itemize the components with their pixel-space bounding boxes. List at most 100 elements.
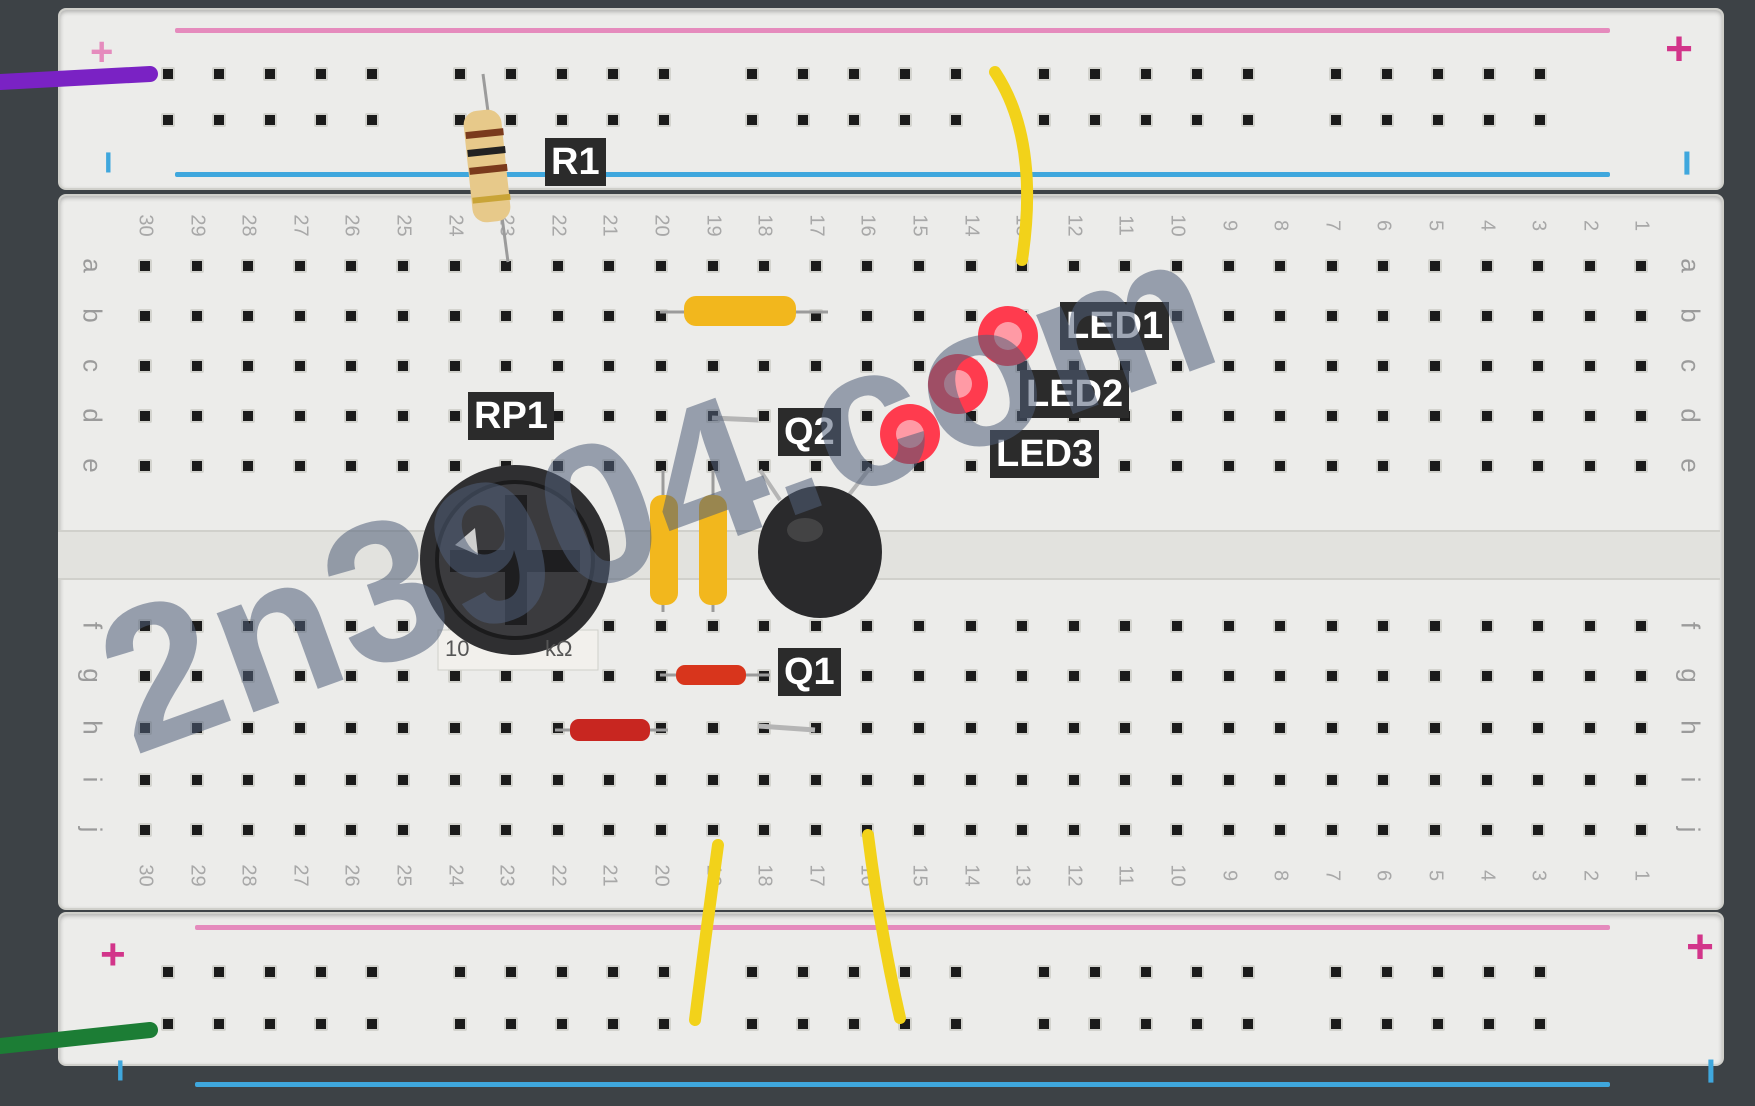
terminal-hole	[1376, 619, 1391, 633]
terminal-hole	[808, 773, 823, 787]
terminal-hole	[241, 773, 256, 787]
terminal-hole	[1066, 619, 1081, 633]
terminal-hole	[138, 309, 152, 323]
rail-hole	[365, 113, 379, 127]
terminal-hole	[499, 259, 514, 273]
green-wire	[0, 1022, 158, 1054]
rail-hole	[657, 67, 671, 81]
terminal-hole	[1015, 773, 1030, 787]
terminal-hole	[550, 359, 565, 373]
rail-hole	[1482, 965, 1496, 979]
resistor-red-2	[555, 719, 668, 741]
rail-hole	[1431, 113, 1445, 127]
rail-hole	[212, 1017, 226, 1031]
rail-hole	[606, 1017, 620, 1031]
terminal-hole	[705, 619, 720, 633]
terminal-hole	[860, 721, 875, 735]
terminal-hole	[860, 773, 875, 787]
terminal-hole	[602, 359, 617, 373]
terminal-hole	[1221, 309, 1236, 323]
rail-hole	[161, 113, 175, 127]
terminal-hole	[602, 309, 617, 323]
terminal-hole	[1118, 823, 1133, 837]
lead-1	[711, 415, 759, 423]
terminal-hole	[912, 773, 926, 787]
terminal-hole	[1273, 773, 1288, 787]
component-horizontal-yellow	[660, 296, 828, 326]
rail-hole	[606, 67, 620, 81]
terminal-hole	[1376, 409, 1391, 423]
rail-hole	[1190, 965, 1204, 979]
rail-hole	[314, 113, 328, 127]
terminal-hole	[499, 823, 514, 837]
rail-hole	[745, 965, 759, 979]
terminal-hole	[396, 823, 410, 837]
terminal-hole	[1479, 721, 1494, 735]
terminal-hole	[1531, 259, 1546, 273]
terminal-hole	[1634, 619, 1649, 633]
terminal-hole	[705, 773, 720, 787]
rail-hole	[212, 113, 226, 127]
terminal-hole	[344, 459, 359, 473]
terminal-hole	[447, 823, 462, 837]
label-q2: Q2	[778, 408, 841, 456]
terminal-hole	[447, 721, 462, 735]
terminal-hole	[963, 773, 978, 787]
rail-line-plus-top	[175, 28, 1610, 33]
terminal-hole	[1531, 409, 1546, 423]
top-power-rail	[58, 8, 1724, 190]
terminal-hole	[499, 721, 514, 735]
rail-hole	[263, 67, 277, 81]
terminal-hole	[1634, 721, 1649, 735]
terminal-hole	[1479, 459, 1494, 473]
terminal-hole	[963, 459, 978, 473]
terminal-hole	[1066, 669, 1081, 683]
terminal-hole	[1582, 259, 1597, 273]
terminal-hole	[1582, 773, 1597, 787]
rail-hole	[1329, 67, 1343, 81]
terminal-hole	[1376, 309, 1391, 323]
terminal-hole	[447, 359, 462, 373]
terminal-hole	[292, 409, 307, 423]
jumper-wire-3	[862, 829, 906, 1024]
rail-hole	[1431, 1017, 1445, 1031]
rail-hole	[1241, 67, 1255, 81]
rail-hole	[161, 1017, 175, 1031]
rail-hole	[555, 113, 569, 127]
rail-hole	[1380, 113, 1394, 127]
terminal-hole	[1015, 721, 1030, 735]
terminal-hole	[344, 823, 359, 837]
rail-hole	[453, 67, 467, 81]
rail-hole	[1088, 1017, 1102, 1031]
purple-wire	[0, 66, 158, 90]
terminal-hole	[1118, 619, 1133, 633]
label-r1: R1	[545, 138, 606, 186]
terminal-hole	[241, 309, 256, 323]
terminal-hole	[1015, 619, 1030, 633]
terminal-hole	[344, 409, 359, 423]
terminal-hole	[550, 309, 565, 323]
terminal-hole	[241, 359, 256, 373]
rail-hole	[745, 1017, 759, 1031]
led2	[928, 354, 988, 414]
potentiometer-rp1	[420, 465, 610, 671]
terminal-hole	[1170, 619, 1184, 633]
terminal-hole	[1582, 309, 1597, 323]
rail-hole	[745, 67, 759, 81]
terminal-hole	[189, 259, 204, 273]
rail-line-minus-bottom	[195, 1082, 1610, 1087]
rail-line-minus-top	[175, 172, 1610, 177]
rail-hole	[847, 965, 861, 979]
terminal-hole	[189, 721, 204, 735]
terminal-hole	[1170, 669, 1184, 683]
terminal-hole	[138, 259, 152, 273]
rail-hole	[504, 1017, 518, 1031]
rail-hole	[898, 67, 912, 81]
rail-hole	[1533, 1017, 1547, 1031]
terminal-hole	[1428, 773, 1442, 787]
rail-hole	[1329, 1017, 1343, 1031]
terminal-hole	[705, 259, 720, 273]
rail-hole	[504, 113, 518, 127]
rail-hole	[365, 1017, 379, 1031]
terminal-hole	[808, 619, 823, 633]
